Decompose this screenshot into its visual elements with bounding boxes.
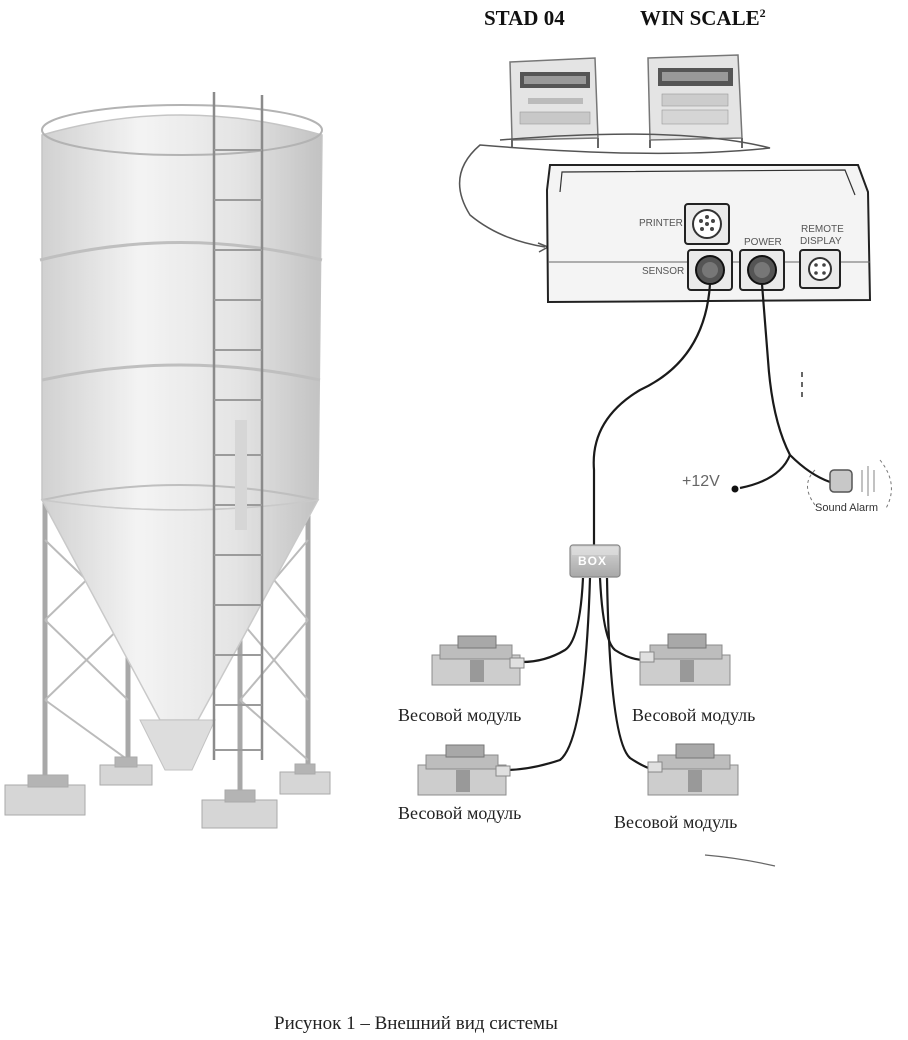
voltage-terminal bbox=[731, 485, 739, 493]
module-label-2: Весовой модуль bbox=[632, 705, 756, 725]
silo-ladder bbox=[212, 92, 264, 760]
stad04-title: STAD 04 bbox=[484, 6, 565, 31]
module-label-1: Весовой модуль bbox=[398, 705, 522, 725]
junction-box bbox=[569, 544, 621, 578]
silo-feet bbox=[4, 756, 331, 829]
win-scale-superscript: 2 bbox=[759, 6, 766, 20]
load-cell-module-3 bbox=[417, 744, 511, 796]
control-panel bbox=[545, 164, 872, 304]
display-label: DISPLAY bbox=[800, 236, 842, 247]
sound-alarm-label: Sound Alarm bbox=[815, 502, 878, 514]
load-cell-module-1 bbox=[431, 635, 525, 686]
load-cell-module-2 bbox=[639, 633, 731, 686]
module-label-3: Весовой модуль bbox=[398, 803, 522, 823]
printer-label: PRINTER bbox=[639, 218, 683, 229]
remote-label: REMOTE bbox=[801, 224, 844, 235]
stad04-device bbox=[509, 57, 599, 148]
silo bbox=[4, 92, 331, 829]
voltage-label: +12V bbox=[682, 473, 720, 490]
module-label-4: Весовой модуль bbox=[614, 812, 738, 832]
device-connector-line bbox=[458, 133, 771, 248]
sound-alarm bbox=[807, 459, 892, 511]
load-cell-module-4 bbox=[647, 743, 739, 796]
ladder-rungs bbox=[214, 149, 262, 751]
power-label: POWER bbox=[744, 237, 782, 248]
figure-caption: Рисунок 1 – Внешний вид системы bbox=[274, 1013, 558, 1034]
win-scale-device bbox=[647, 54, 743, 148]
win-scale-title: WIN SCALE2 bbox=[640, 6, 766, 31]
stad04-title-text: STAD 04 bbox=[484, 6, 565, 30]
cables bbox=[504, 283, 831, 772]
box-label: BOX bbox=[578, 554, 608, 568]
sensor-label: SENSOR bbox=[642, 266, 685, 277]
win-scale-title-text: WIN SCALE bbox=[640, 6, 760, 30]
